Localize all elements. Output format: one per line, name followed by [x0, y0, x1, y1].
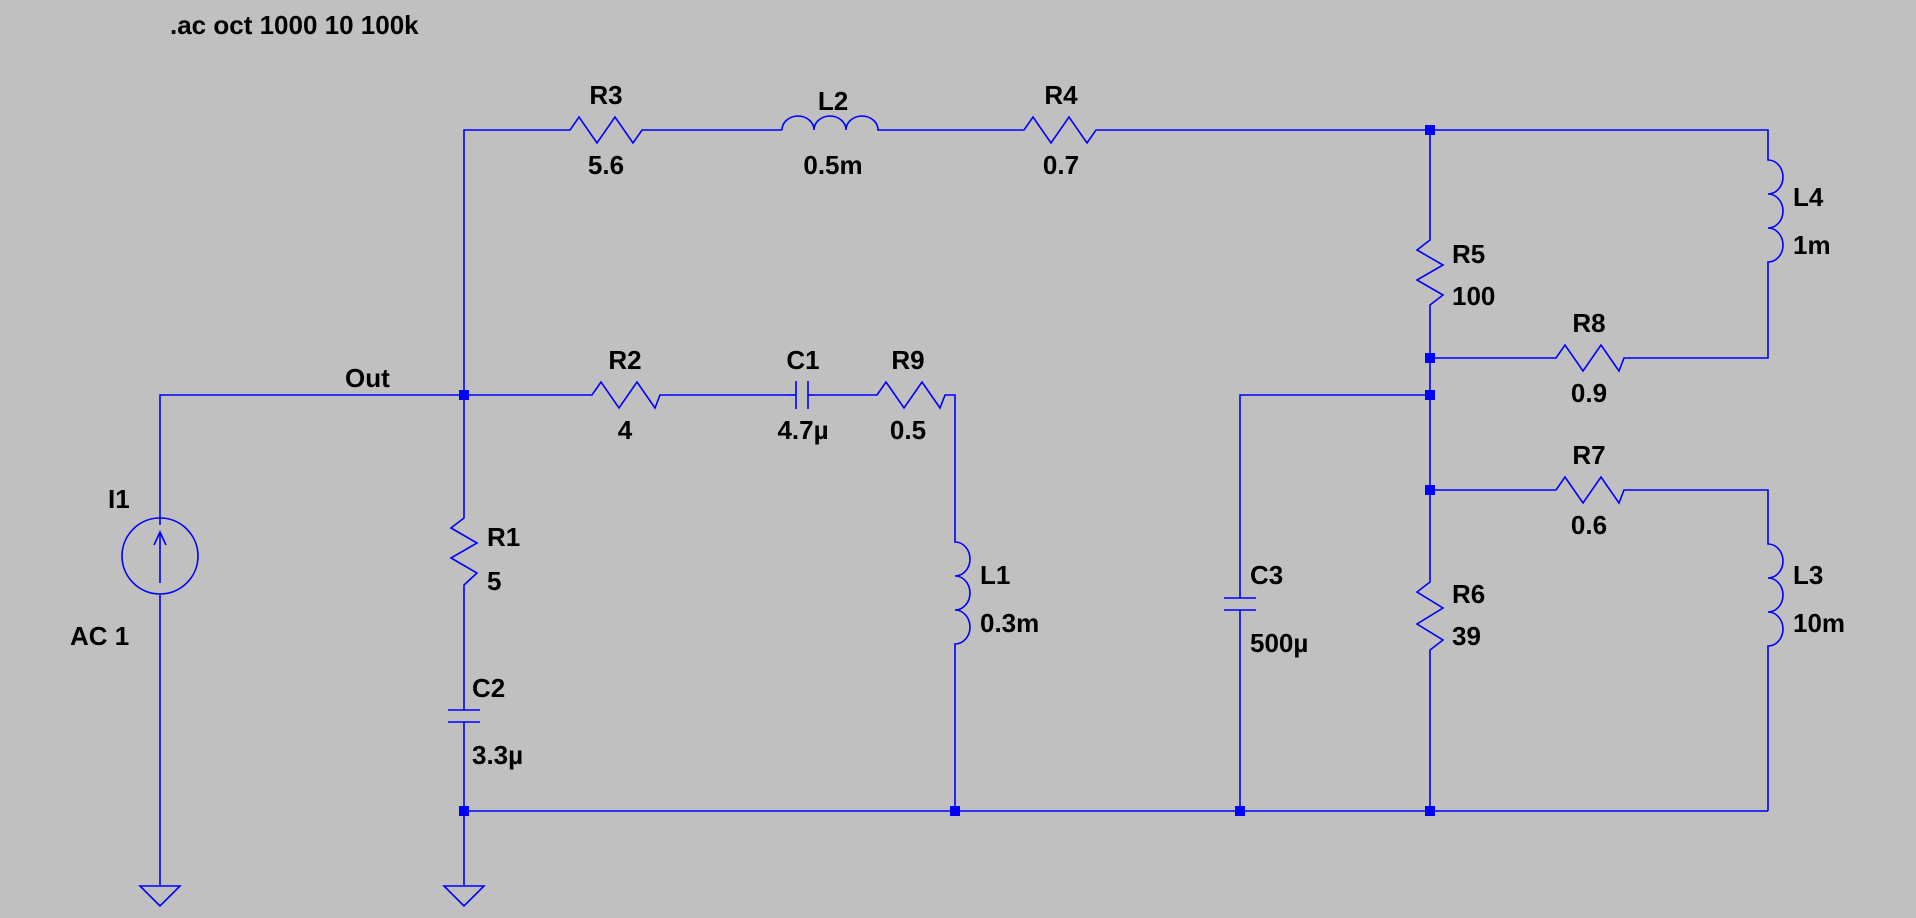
capacitor-c1[interactable]	[790, 381, 814, 409]
component-value-l4[interactable]: 1m	[1793, 230, 1831, 260]
ground-symbol-source[interactable]	[138, 885, 182, 908]
component-value-r5[interactable]: 100	[1452, 281, 1495, 311]
component-name-i1: I1	[108, 484, 130, 514]
component-name-r6: R6	[1452, 579, 1485, 609]
component-value-l2[interactable]: 0.5m	[803, 150, 862, 180]
current-source-body	[121, 517, 199, 595]
junction-dot[interactable]	[459, 390, 469, 400]
capacitor-c3[interactable]	[1224, 597, 1256, 611]
resistor-r4[interactable]	[1018, 115, 1104, 145]
spice-directive[interactable]: .ac oct 1000 10 100k	[170, 10, 419, 40]
component-name-r3: R3	[589, 80, 622, 110]
junction-dot[interactable]	[1425, 390, 1435, 400]
junction-dot[interactable]	[950, 806, 960, 816]
junctions	[459, 125, 1435, 816]
wire-r8-l4[interactable]	[1628, 265, 1769, 359]
capacitor-c2[interactable]	[448, 709, 480, 723]
wire-source-to-out[interactable]	[159, 394, 464, 525]
component-name-c1: C1	[786, 345, 819, 375]
wire-r7-l3[interactable]	[1628, 489, 1769, 540]
component-name-r7: R7	[1572, 440, 1605, 470]
component-name-l2: L2	[818, 86, 848, 116]
wire-r9-l1[interactable]	[950, 394, 956, 538]
component-value-r7[interactable]: 0.6	[1571, 510, 1607, 540]
component-value-r3[interactable]: 5.6	[588, 150, 624, 180]
resistor-r6[interactable]	[1415, 570, 1445, 660]
component-name-l4: L4	[1793, 182, 1824, 212]
junction-dot[interactable]	[459, 806, 469, 816]
component-value-r6[interactable]: 39	[1452, 621, 1481, 651]
junction-dot[interactable]	[1425, 353, 1435, 363]
component-name-r1: R1	[487, 522, 520, 552]
resistor-r1[interactable]	[449, 510, 479, 597]
inductor-l4[interactable]	[1767, 155, 1784, 265]
component-name-r5: R5	[1452, 239, 1485, 269]
net-label-out[interactable]: Out	[345, 363, 390, 393]
inductor-l2[interactable]	[781, 115, 880, 131]
component-value-r8[interactable]: 0.9	[1571, 378, 1607, 408]
wire-top-right[interactable]	[1430, 129, 1769, 155]
component-value-c1[interactable]: 4.7µ	[777, 415, 828, 445]
ground-symbol-r1[interactable]	[442, 885, 486, 908]
junction-dot[interactable]	[1235, 806, 1245, 816]
junction-dot[interactable]	[1425, 485, 1435, 495]
inductor-l1[interactable]	[954, 538, 971, 648]
component-value-r9[interactable]: 0.5	[890, 415, 926, 445]
component-value-i1[interactable]: AC 1	[70, 621, 129, 651]
component-value-r1[interactable]: 5	[487, 566, 501, 596]
component-name-c2: C2	[472, 673, 505, 703]
wires	[159, 129, 1769, 885]
resistor-r9[interactable]	[870, 380, 950, 410]
labels: .ac oct 1000 10 100k Out I1 AC 1 R3 5.6 …	[70, 10, 1845, 770]
current-source-i1[interactable]	[121, 517, 199, 595]
components	[121, 115, 1784, 908]
component-value-c3[interactable]: 500µ	[1250, 628, 1308, 658]
resistor-r8[interactable]	[1550, 343, 1628, 373]
resistor-r2[interactable]	[585, 380, 665, 410]
component-name-c3: C3	[1250, 560, 1283, 590]
inductor-l3[interactable]	[1767, 540, 1784, 650]
wire-out-to-top-branch[interactable]	[463, 129, 564, 395]
current-source-arrow-head	[153, 530, 167, 546]
junction-dot[interactable]	[1425, 125, 1435, 135]
resistor-r7[interactable]	[1550, 475, 1628, 505]
component-name-r8: R8	[1572, 308, 1605, 338]
component-value-r2[interactable]: 4	[618, 415, 633, 445]
component-name-r9: R9	[891, 345, 924, 375]
component-value-r4[interactable]: 0.7	[1043, 150, 1079, 180]
component-name-l1: L1	[980, 560, 1010, 590]
component-value-c2[interactable]: 3.3µ	[472, 740, 523, 770]
component-name-r4: R4	[1044, 80, 1078, 110]
component-name-r2: R2	[608, 345, 641, 375]
resistor-r5[interactable]	[1415, 230, 1445, 310]
component-name-l3: L3	[1793, 560, 1823, 590]
junction-dot[interactable]	[1425, 806, 1435, 816]
resistor-r3[interactable]	[564, 115, 650, 145]
component-value-l1[interactable]: 0.3m	[980, 608, 1039, 638]
component-value-l3[interactable]: 10m	[1793, 608, 1845, 638]
wire-c3-top[interactable]	[1239, 394, 1430, 598]
